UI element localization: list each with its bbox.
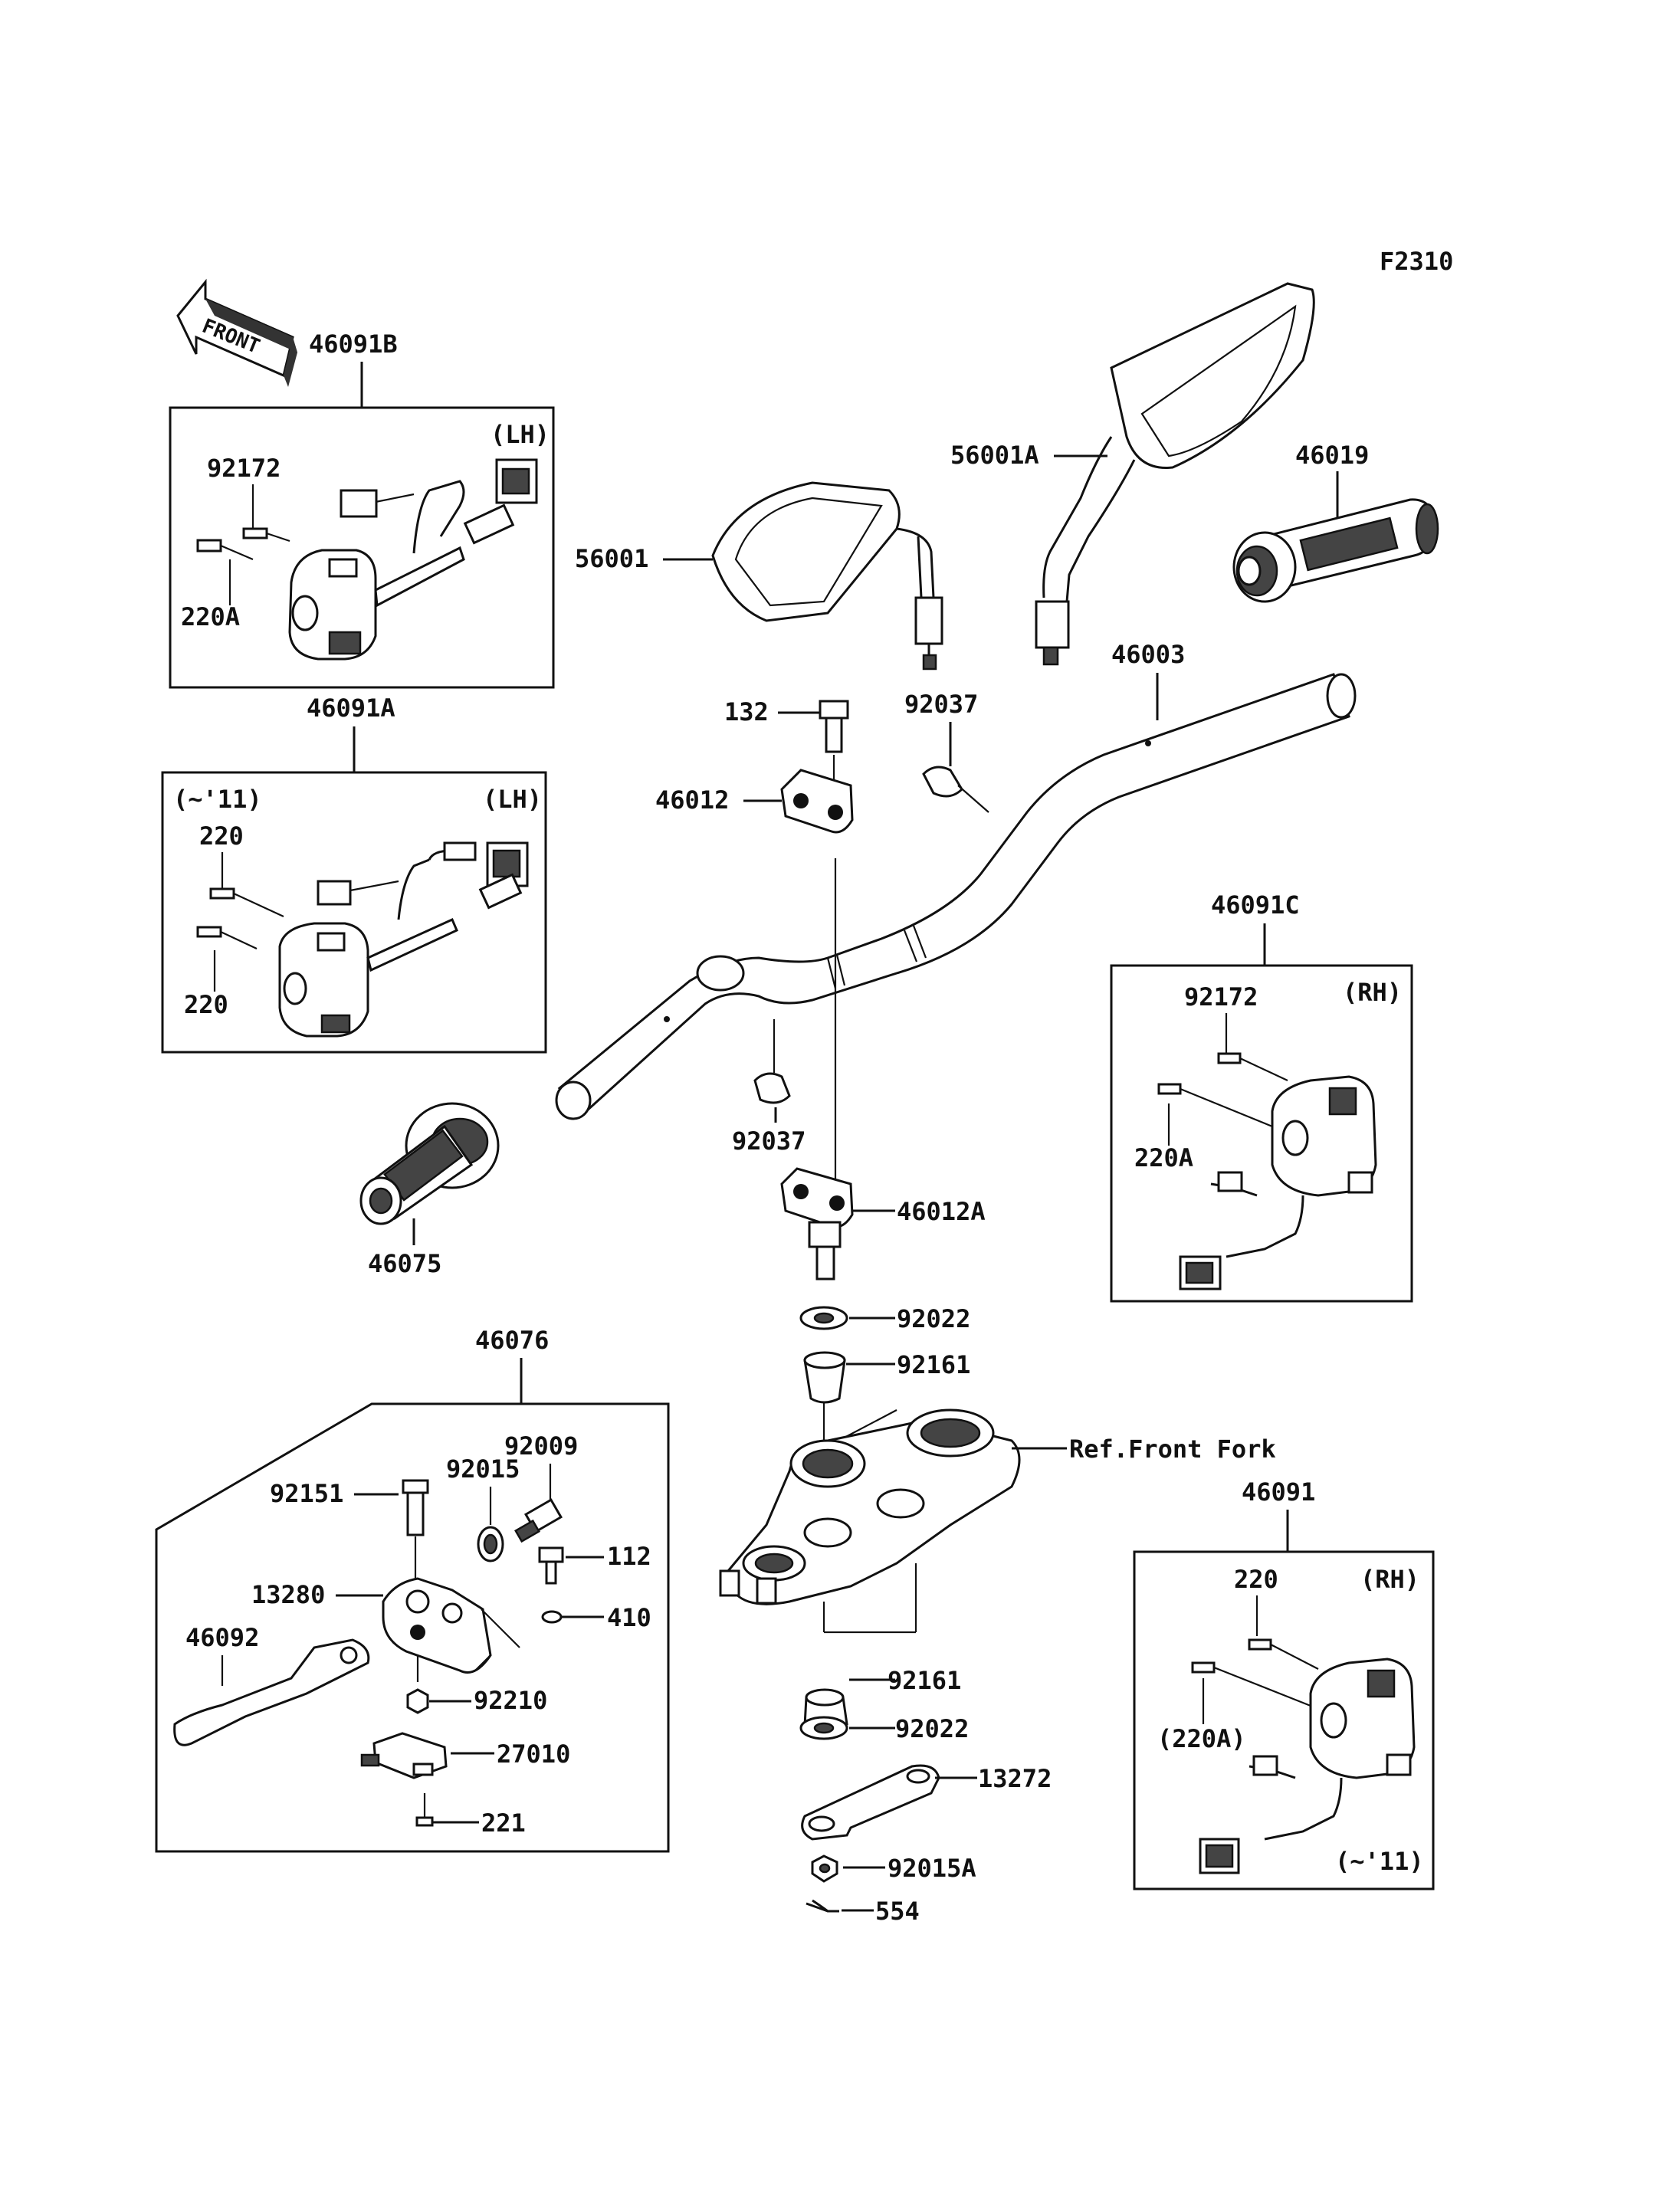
label-92172-rh: 92172 [1184, 982, 1258, 1012]
cotter-pin-554: 554 [806, 1897, 920, 1926]
label-46012: 46012 [655, 785, 729, 815]
label-13280: 13280 [251, 1580, 325, 1609]
label-92022-top: 92022 [897, 1304, 970, 1333]
label-46003: 46003 [1111, 640, 1185, 669]
label-92037-top: 92037 [904, 690, 978, 719]
screw-icon [196, 926, 258, 949]
label-220A-rh: 220A [1134, 1143, 1193, 1172]
label-46091B: 46091B [309, 330, 398, 359]
label-46075: 46075 [368, 1249, 441, 1278]
label-46091: 46091 [1242, 1477, 1315, 1507]
clip-92037-bottom: 92037 [732, 1019, 806, 1156]
label-132: 132 [724, 697, 769, 726]
switch-housing-rh-icon [1199, 1658, 1416, 1874]
label-221: 221 [481, 1808, 526, 1838]
clutch-lever-46092-icon [173, 1638, 370, 1746]
label-92161-bottom: 92161 [888, 1666, 961, 1695]
upper-triple-clamp: Ref.Front Fork [719, 1402, 1276, 1634]
assembly-46091C: 46091C (RH) 92172 220A [1110, 890, 1413, 1303]
screw-icon [1157, 1083, 1273, 1128]
mirror-56001A: 56001A [950, 282, 1315, 666]
label-92022-bottom: 92022 [895, 1714, 969, 1743]
plate-13272: 13272 [801, 1764, 1052, 1841]
clip-92037-top: 92037 [904, 690, 989, 813]
bolt-112-icon [538, 1546, 564, 1585]
screw-icon [1217, 1052, 1288, 1081]
label-46091A: 46091A [307, 694, 395, 723]
washer-92022-top: 92022 [799, 1304, 970, 1333]
figure-code: F2310 [1380, 247, 1453, 276]
screw-icon [209, 887, 284, 917]
bolt-92151-icon [402, 1479, 429, 1579]
label-220-a2: 220 [184, 990, 228, 1019]
label-92151: 92151 [270, 1479, 343, 1508]
label-46091C: 46091C [1211, 890, 1300, 920]
label-92015A: 92015A [888, 1854, 976, 1883]
mirror-56001: 56001 [575, 481, 943, 671]
label-92009: 92009 [504, 1431, 578, 1461]
label-220-a1: 220 [199, 821, 244, 851]
adjuster-92015-icon [477, 1526, 504, 1562]
label-220A-lh: 220A [181, 602, 240, 631]
screw-icon [1248, 1638, 1319, 1670]
label-112: 112 [607, 1542, 651, 1571]
label-92161-top: 92161 [897, 1350, 970, 1379]
label-92172-lh: 92172 [207, 454, 281, 483]
label-46076: 46076 [475, 1326, 549, 1355]
label-554: 554 [875, 1897, 920, 1926]
nut-92015A: 92015A [811, 1854, 976, 1883]
label-note-d: (~'11) [1335, 1847, 1424, 1876]
label-410: 410 [607, 1603, 651, 1632]
clamp-46012: 46012 [655, 769, 854, 1226]
screw-92009-icon [514, 1498, 563, 1543]
label-56001: 56001 [575, 544, 648, 573]
label-rh-c: (RH) [1343, 978, 1402, 1007]
label-rh-d: (RH) [1360, 1565, 1419, 1594]
grip-46075: 46075 [359, 1102, 500, 1278]
screw-221-icon [415, 1793, 434, 1827]
label-220A-d: (220A) [1157, 1724, 1246, 1753]
clutch-switch-27010-icon [360, 1732, 448, 1779]
lever-bracket-13280-icon [382, 1577, 520, 1682]
label-92210: 92210 [474, 1686, 547, 1715]
label-46092: 46092 [185, 1623, 259, 1652]
label-13272: 13272 [978, 1764, 1052, 1793]
label-46019: 46019 [1295, 441, 1369, 470]
label-92037-bottom: 92037 [732, 1126, 806, 1156]
handlebar-46003: 46003 [555, 640, 1357, 1120]
label-27010: 27010 [497, 1740, 570, 1769]
label-ref-fork: Ref.Front Fork [1069, 1435, 1276, 1464]
label-220-d: 220 [1234, 1565, 1278, 1594]
assembly-46091A: 46091A (~'11) (LH) 220 220 [161, 694, 547, 1054]
label-92015: 92015 [446, 1454, 520, 1484]
washer-92022-bottom: 92022 [799, 1714, 969, 1743]
label-note-a: (~'11) [173, 785, 262, 814]
switch-housing-lh-icon [278, 841, 529, 1038]
label-46012A: 46012A [897, 1197, 986, 1226]
bolt-132: 132 [724, 697, 849, 785]
assembly-46091: 46091 (RH) 220 (220A) (~'11) [1133, 1477, 1435, 1890]
screw-icon [242, 527, 290, 543]
assembly-46076: 46076 92009 92015 92151 112 13280 410 46… [155, 1326, 670, 1853]
nut-92210-icon [406, 1688, 429, 1714]
front-arrow-icon: FRONT [176, 278, 297, 387]
assembly-46091B: 46091B (LH) 92172 220A [169, 330, 555, 689]
label-lh-a: (LH) [483, 785, 542, 814]
screw-icon [1191, 1661, 1311, 1707]
switch-housing-lh-icon [288, 458, 538, 661]
screw-icon [196, 539, 254, 561]
clamp-46012A: 46012A [780, 1167, 986, 1280]
label-lh-b: (LH) [491, 420, 550, 449]
washer-410-icon [541, 1610, 563, 1624]
rubber-92161-top: 92161 [803, 1350, 970, 1404]
switch-housing-rh-icon [1179, 1075, 1377, 1290]
throttle-grip-46019: 46019 [1232, 441, 1439, 603]
label-56001A: 56001A [950, 441, 1039, 470]
